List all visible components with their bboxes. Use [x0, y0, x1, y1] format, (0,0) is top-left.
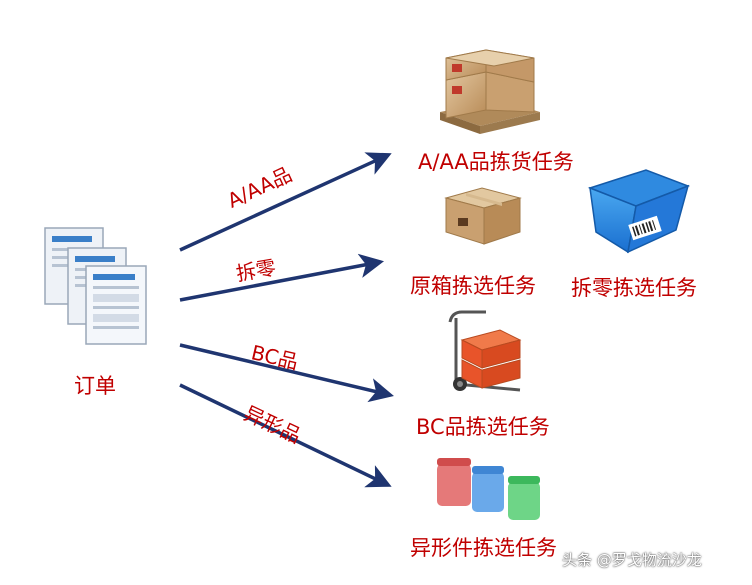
task-split-picking: 拆零拣选任务 — [571, 276, 697, 300]
task-special-picking: 异形件拣选任务 — [410, 536, 557, 560]
arrow-a-aa — [179, 152, 392, 252]
task-bc-picking: BC品拣选任务 — [416, 415, 550, 439]
arrow-bc — [179, 343, 394, 403]
pallet-boxes-icon — [440, 49, 540, 134]
task-case-picking: 原箱拣选任务 — [410, 274, 536, 298]
hand-truck-icon — [448, 310, 522, 392]
special-bags-icon — [437, 458, 540, 520]
task-a-aa-picking: A/AA品拣货任务 — [418, 150, 574, 174]
arrow-split — [179, 253, 385, 302]
arrow-special — [179, 383, 392, 488]
order-label: 订单 — [74, 374, 116, 398]
carton-box-icon — [444, 187, 522, 245]
watermark: 头条 @罗戈物流沙龙 — [562, 551, 702, 569]
blue-tote-icon — [587, 169, 691, 254]
order-documents-icon — [44, 227, 147, 345]
